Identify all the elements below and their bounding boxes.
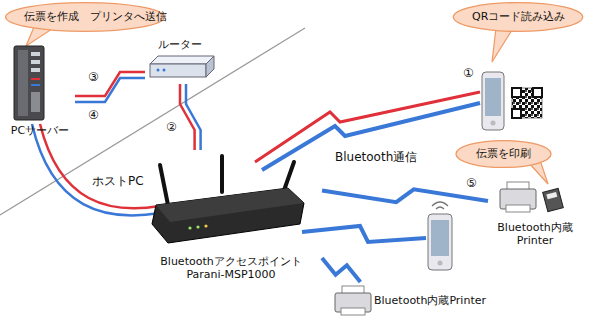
device-box: ルーター <box>145 36 215 84</box>
access-point-icon <box>152 156 304 243</box>
bluetooth-bolt <box>262 103 480 170</box>
phone-icon <box>428 202 452 270</box>
annotation-label: ホストPC <box>92 174 144 188</box>
bubble-text: QRコード読み込み <box>472 10 564 24</box>
device-label: Bluetoothアクセスポイント Parani-MSP1000 <box>144 255 318 283</box>
connector-group <box>180 84 201 150</box>
wall-line <box>0 28 305 215</box>
speech-bubble: 伝票を作成 プリンタへ送信 <box>4 2 166 32</box>
device-label: Bluetooth内蔵 Printer <box>490 221 580 249</box>
cable-connector <box>75 72 145 96</box>
bluetooth-bolt <box>322 258 360 282</box>
callout-number: ① <box>463 66 474 80</box>
bubble-text: 伝票を作成 プリンタへ送信 <box>24 10 146 24</box>
device-label: PCサーバー <box>11 124 69 138</box>
bluetooth-bolt <box>322 189 488 202</box>
annotation-label: Bluetooth通信 <box>335 150 417 164</box>
connector-group <box>322 258 360 282</box>
device-box: Bluetoothアクセスポイント Parani-MSP1000 <box>140 150 322 285</box>
device-box: Bluetooth内蔵 Printer <box>488 180 582 250</box>
callout-number: ② <box>166 120 177 134</box>
speech-bubble: 伝票を印刷 <box>455 140 552 168</box>
device-box: PCサーバー <box>5 42 75 140</box>
device-box: Bluetooth内蔵Printer <box>330 282 482 320</box>
qr-code <box>512 88 542 118</box>
printer-icon <box>335 286 371 315</box>
callout-number: ⑤ <box>466 176 477 190</box>
callout-number: ④ <box>88 108 99 122</box>
bubble-text: 伝票を印刷 <box>476 147 531 161</box>
device-label: Bluetooth内蔵Printer <box>374 294 478 308</box>
host-cable <box>32 124 160 216</box>
phone-icon <box>482 72 504 130</box>
printer-icon <box>500 182 563 212</box>
speech-bubble: QRコード読み込み <box>452 2 584 32</box>
pc-server-icon <box>14 46 44 120</box>
connector-group <box>75 72 145 102</box>
bubble-tail <box>492 28 512 62</box>
cable-connector <box>180 84 195 150</box>
device-label: ルーター <box>158 38 202 52</box>
bluetooth-bolt <box>302 226 426 242</box>
connector-group <box>322 189 488 202</box>
router-icon <box>150 56 214 77</box>
callout-number: ③ <box>88 70 99 84</box>
